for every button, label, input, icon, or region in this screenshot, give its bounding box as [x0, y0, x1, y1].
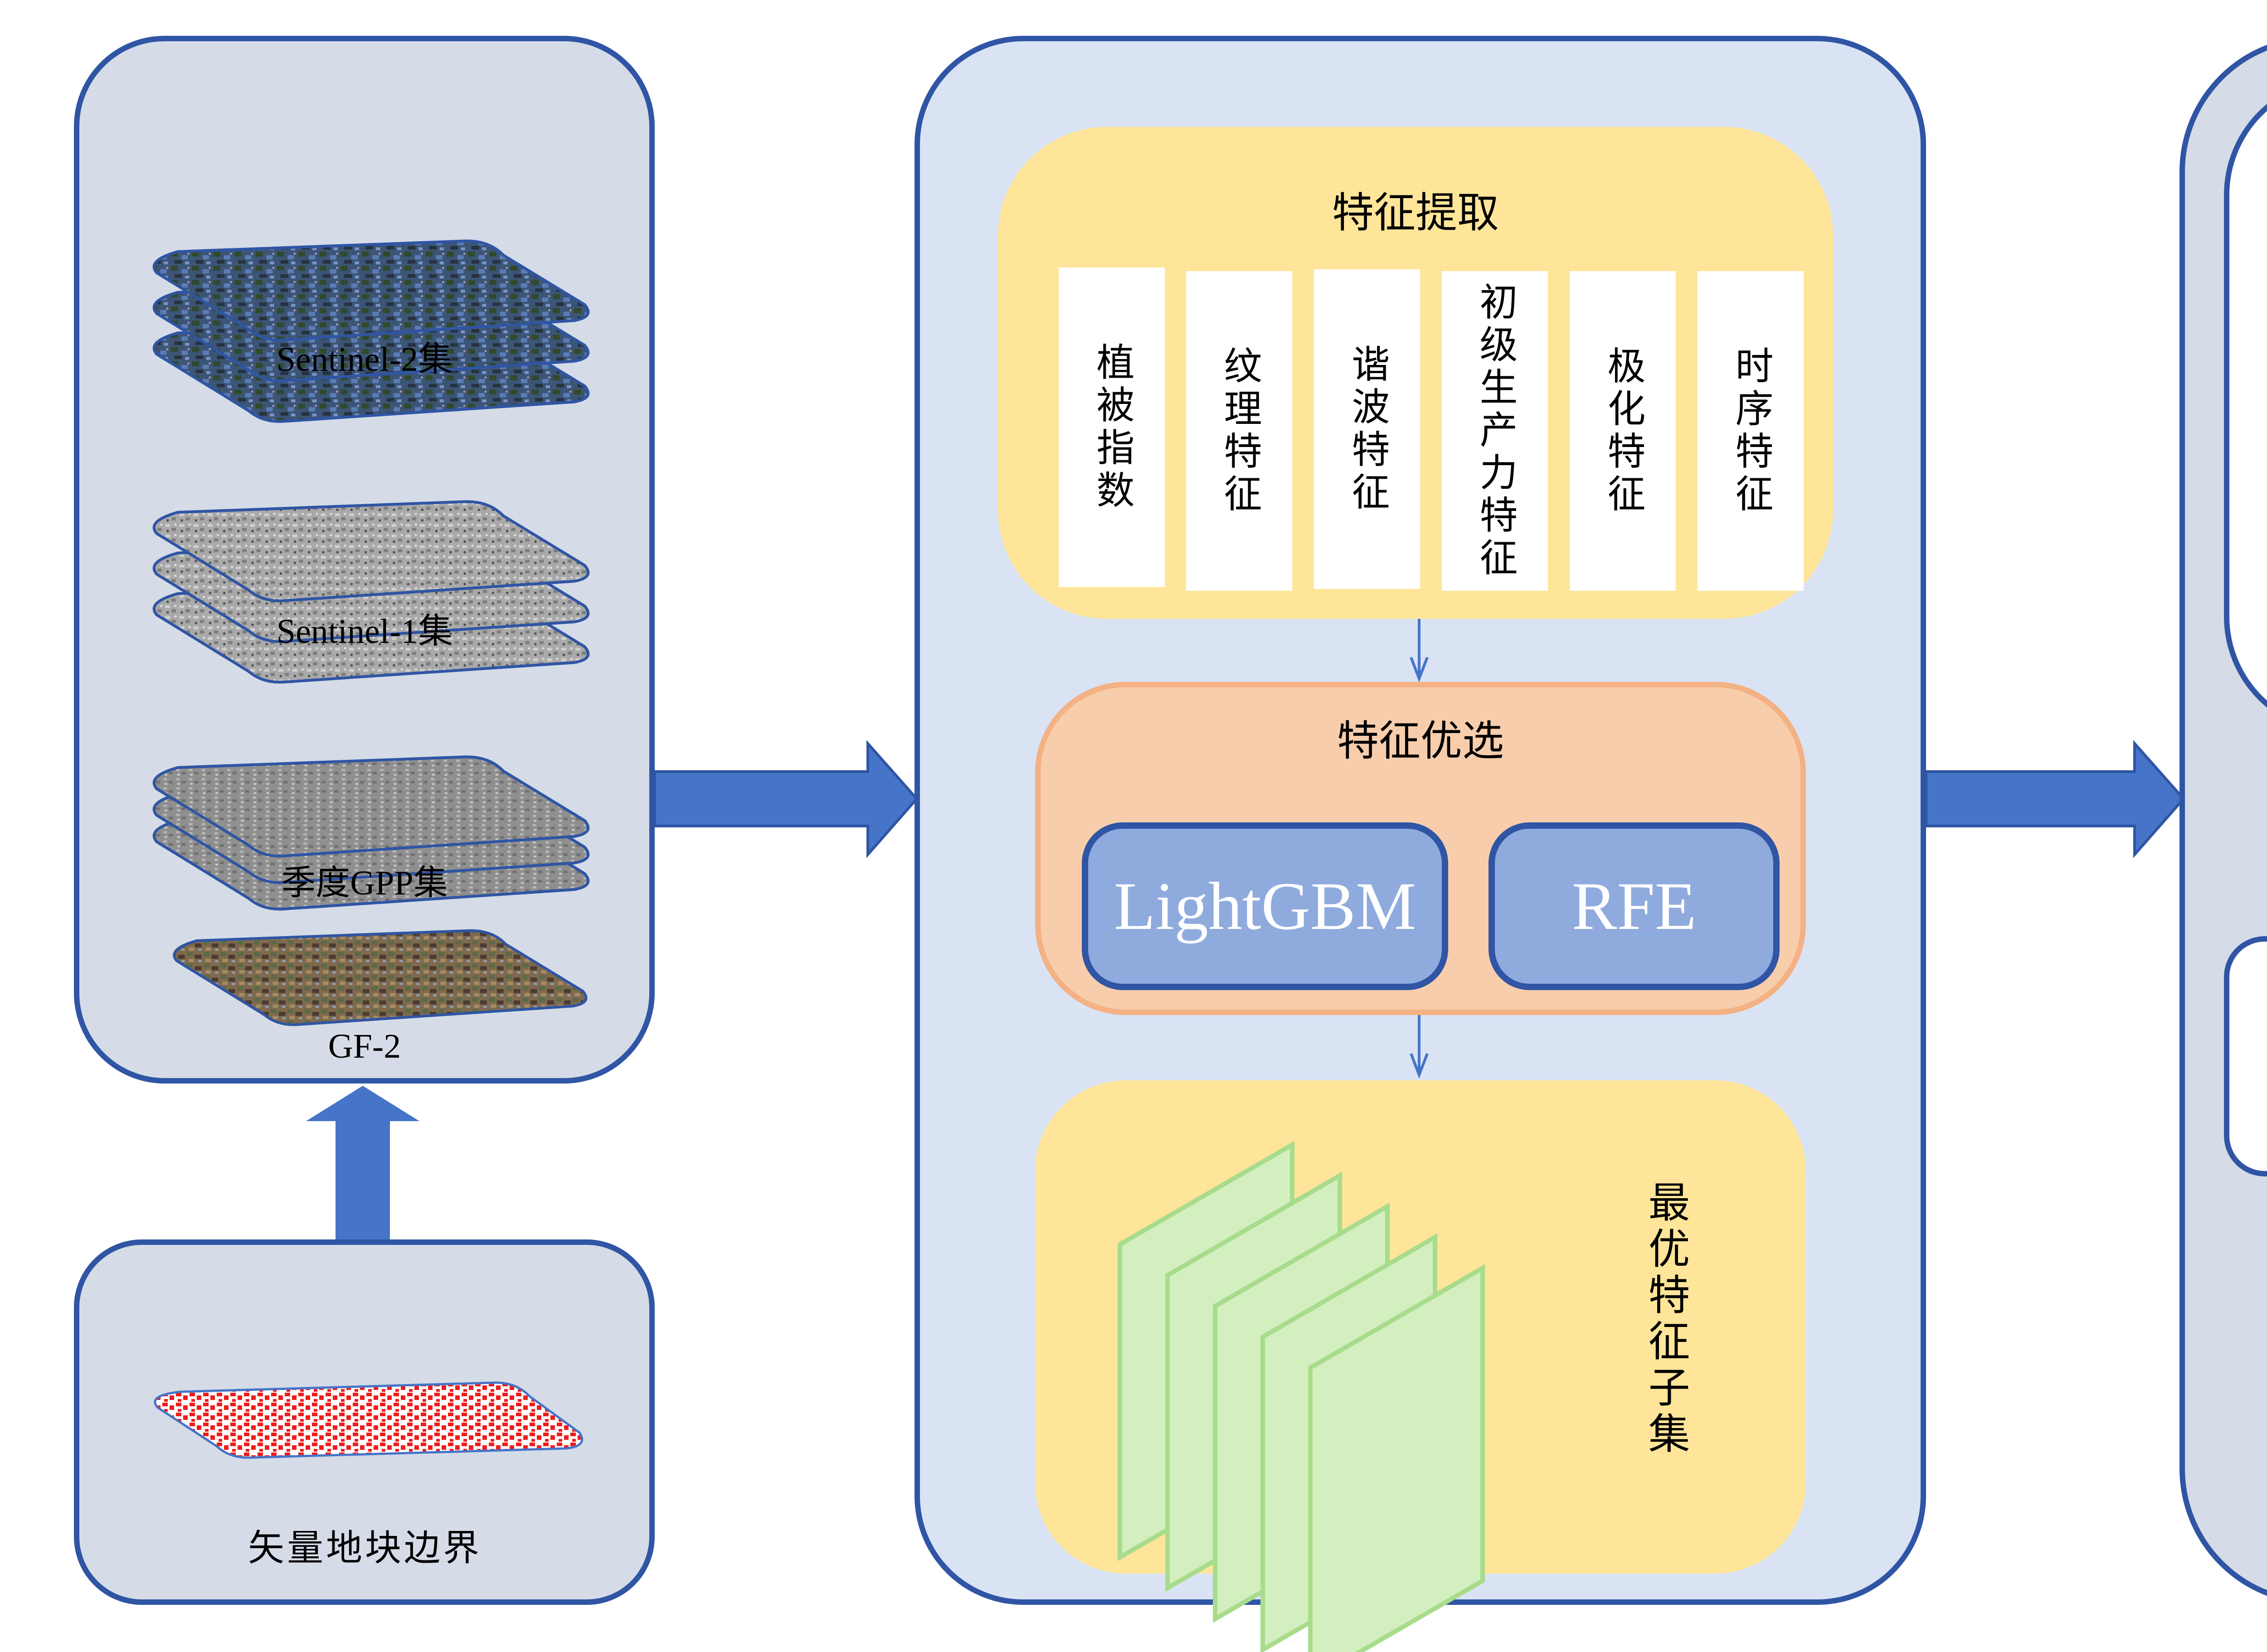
feature-extraction-title: 特征提取 [1332, 190, 1499, 236]
feature-temporal: 时序特征 [1698, 271, 1804, 591]
right-arrow-icon-1 [653, 740, 919, 858]
lightgbm-box: LightGBM [1082, 822, 1448, 990]
feature-texture: 纹理特征 [1186, 271, 1292, 591]
feature-harmonic: 谐波特征 [1314, 269, 1420, 589]
gf2-label: GF-2 [328, 1027, 401, 1065]
connector-arrow-2 [1410, 1015, 1429, 1079]
optimal-subset-label: 最优特征子集 [1642, 1181, 1688, 1458]
gpp-label: 季度GPP集 [281, 864, 448, 902]
feature-sheets [1118, 1141, 1485, 1652]
right-arrow-icon-2 [1925, 740, 2185, 858]
metrics-text: OA、Precision、召回率、kappa系数、F1-score [2224, 1027, 2267, 1086]
feature-vegetation-index: 植被指数 [1059, 267, 1165, 587]
rfe-box: RFE [1489, 822, 1780, 990]
feature-selection-title: 特征优选 [1337, 718, 1504, 764]
feature-polarization: 极化特征 [1570, 271, 1676, 591]
up-arrow-icon [306, 1086, 419, 1242]
feature-sheet [1308, 1264, 1485, 1652]
connector-arrow-1 [1410, 619, 1429, 683]
sentinel1-stack-image [154, 502, 588, 682]
sentinel1-label: Sentinel-1集 [276, 612, 453, 651]
feature-gpp: 初级生产力特征 [1442, 271, 1548, 591]
boundary-map-image [154, 1381, 584, 1459]
sentinel2-label: Sentinel-2集 [276, 340, 453, 379]
boundary-label: 矢量地块边界 [248, 1529, 482, 1569]
metrics-box [2224, 936, 2267, 1176]
layer-stacks [0, 0, 725, 1088]
stacking-classifier-box [2224, 77, 2267, 734]
gf2-image [174, 931, 586, 1025]
